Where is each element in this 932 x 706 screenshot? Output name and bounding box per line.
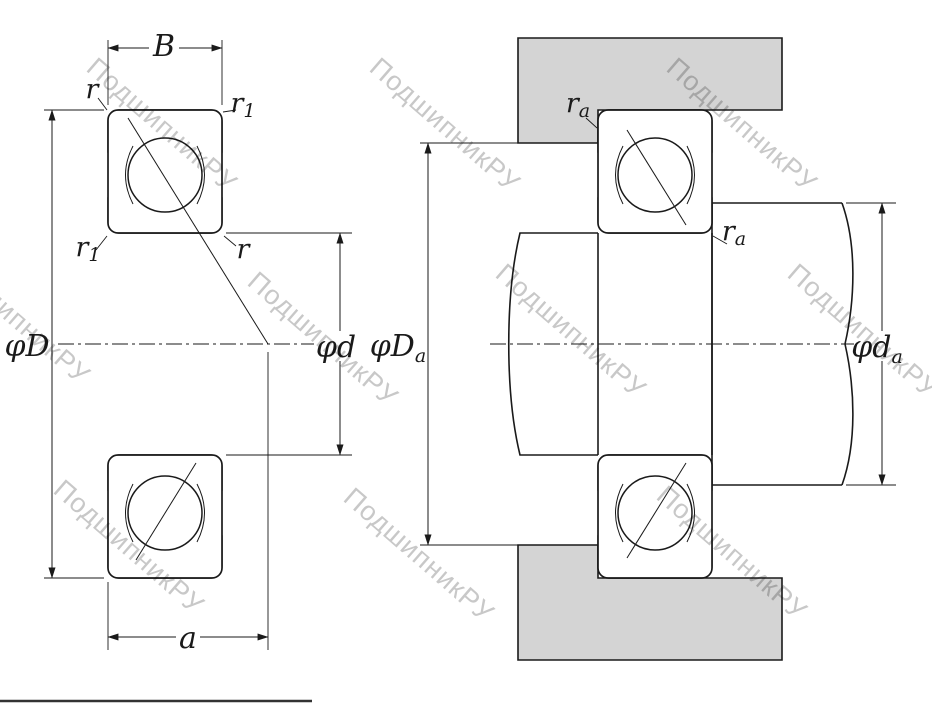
- contact-line-top: [626, 129, 687, 226]
- label-r1-left: r1: [75, 232, 100, 266]
- label-phida: φda: [851, 330, 903, 368]
- dim-housing-shoulder-diameter: φDa: [370, 142, 596, 546]
- watermark-text: ПодшипникРУ: [364, 52, 526, 198]
- right-view: φDa φda ra ra: [370, 37, 904, 661]
- fillet-ra-top: ra: [566, 88, 598, 129]
- label-r-top: r: [86, 74, 101, 105]
- label-B: B: [152, 29, 175, 64]
- dim-contact-offset-a: a: [107, 352, 269, 656]
- chamfer-r1-left: r1: [75, 232, 108, 266]
- label-phiDa: φDa: [370, 329, 426, 367]
- contact-angle-line: [127, 117, 269, 345]
- watermark-text: ПодшипникРУ: [782, 258, 932, 404]
- label-ra-mid: ra: [722, 216, 746, 250]
- label-r-mid: r: [237, 234, 252, 265]
- label-a: a: [179, 621, 197, 656]
- dim-bore-diameter: φd: [226, 232, 358, 456]
- chamfer-r1-top-right: r1: [222, 88, 256, 122]
- watermark-text: ПодшипникРУ: [490, 258, 652, 404]
- left-view: B φD φd a r: [4, 29, 358, 656]
- shaft-left: [507, 232, 598, 456]
- chamfer-r-mid-right: r: [223, 234, 252, 265]
- contact-line-bottom-left: [135, 462, 197, 561]
- chamfer-r-top-left: r: [86, 74, 108, 111]
- fillet-ra-mid: ra: [712, 216, 746, 250]
- dim-width-B: B: [107, 29, 223, 105]
- bearing-section-top-right: [597, 109, 713, 234]
- dim-outer-diameter: φD: [4, 109, 104, 579]
- contact-line-bottom: [626, 462, 687, 559]
- dim-shaft-shoulder-diameter: φda: [846, 202, 904, 486]
- watermark-text: ПодшипникРУ: [0, 244, 96, 390]
- label-phiD: φD: [4, 329, 49, 364]
- label-phid: φd: [316, 330, 356, 365]
- watermark-text: ПодшипникРУ: [338, 482, 500, 628]
- label-r1-top: r1: [230, 88, 255, 122]
- label-ra-top: ra: [566, 88, 590, 122]
